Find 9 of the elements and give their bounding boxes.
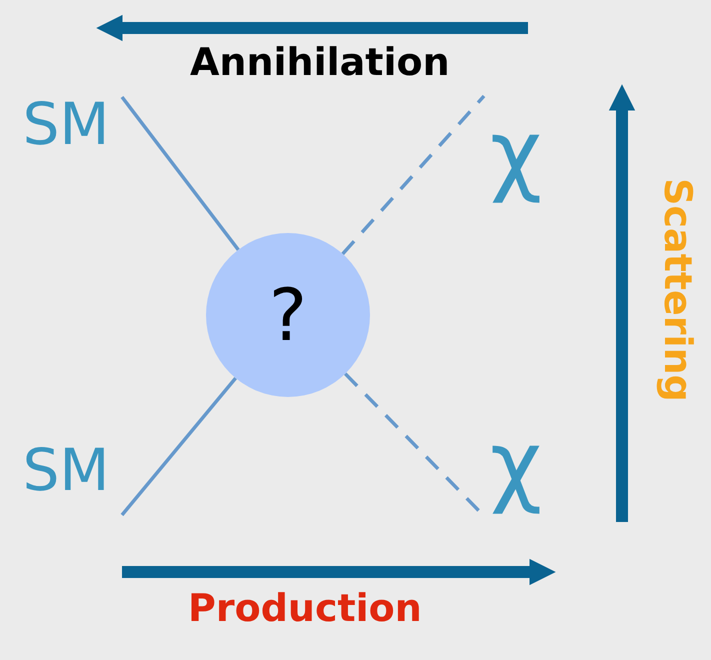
line — [120, 96, 240, 251]
particle-label: SM — [22, 441, 110, 499]
line — [120, 376, 237, 516]
process-label: Scattering — [658, 178, 697, 402]
process-label: Production — [188, 589, 422, 627]
particle-label: SM — [22, 95, 110, 153]
process-label: Annihilation — [190, 43, 450, 81]
dashed-line — [341, 94, 486, 256]
node-label: ? — [268, 279, 308, 351]
